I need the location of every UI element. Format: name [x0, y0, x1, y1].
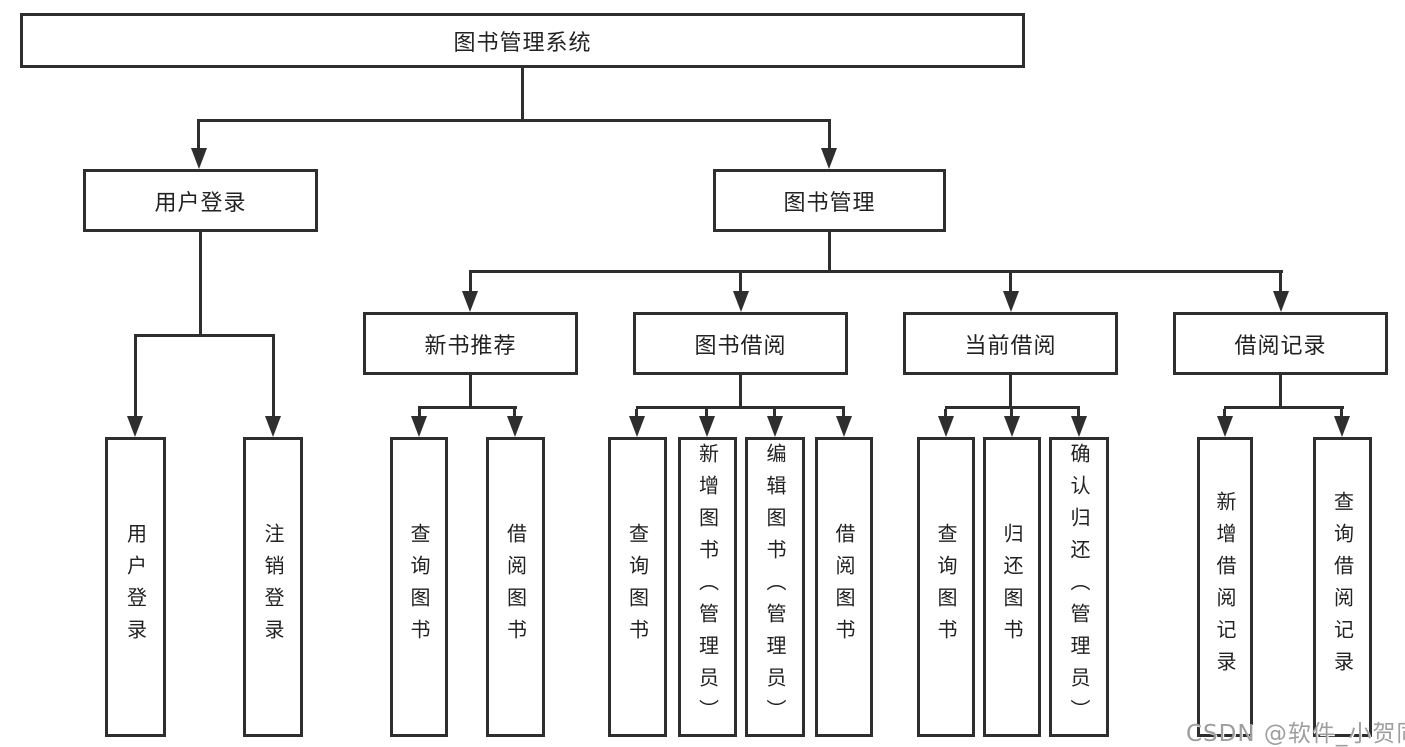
connector-line: [739, 273, 742, 293]
leaf-borrow-books-borrow: 借阅图书: [815, 437, 873, 737]
connector-line: [1010, 409, 1013, 418]
connector-line: [1009, 375, 1012, 408]
connector-line: [134, 337, 137, 418]
node-book-borrowing: 图书借阅: [633, 312, 848, 375]
arrow-down-icon: [767, 416, 783, 437]
connector-line: [739, 375, 742, 408]
leaf-query-books-current: 查询图书: [917, 437, 975, 737]
node-label: 用户登录: [154, 190, 247, 216]
connector-line: [272, 337, 275, 418]
arrow-down-icon: [836, 416, 852, 437]
leaf-add-books-admin: 新增图书（管理员）: [678, 437, 737, 737]
arrow-down-icon: [821, 148, 837, 169]
arrow-down-icon: [938, 416, 954, 437]
node-borrowing-records: 借阅记录: [1173, 312, 1388, 375]
connector-line: [197, 122, 200, 151]
arrow-down-icon: [1217, 416, 1233, 437]
node-label: 当前借阅: [964, 333, 1057, 359]
arrow-down-icon: [629, 416, 645, 437]
connector-line: [842, 409, 845, 418]
leaf-borrow-books-newbook: 借阅图书: [486, 437, 545, 737]
connector-line: [199, 232, 202, 336]
arrow-down-icon: [411, 416, 427, 437]
node-library-system: 图书管理系统: [20, 13, 1025, 68]
connector-line: [1279, 273, 1282, 293]
arrow-down-icon: [1003, 291, 1019, 312]
node-label: 新书推荐: [424, 333, 517, 359]
leaf-query-books-borrow: 查询图书: [608, 437, 667, 737]
leaf-label: 查询图书: [625, 523, 650, 651]
node-book-management: 图书管理: [713, 169, 946, 232]
node-label: 借阅记录: [1234, 333, 1327, 359]
node-label: 图书管理: [783, 190, 876, 216]
leaf-logout-login: 注销登录: [243, 437, 303, 737]
connector-line: [134, 334, 275, 337]
connector-line: [944, 409, 947, 418]
leaf-label: 编辑图书（管理员）: [763, 443, 787, 731]
connector-line: [418, 409, 421, 418]
leaf-query-borrow-record: 查询借阅记录: [1313, 437, 1372, 737]
leaf-label: 用户登录: [123, 523, 148, 651]
arrow-down-icon: [1273, 291, 1289, 312]
connector-line: [469, 375, 472, 408]
connector-line: [945, 406, 1080, 409]
arrow-down-icon: [1334, 416, 1350, 437]
connector-line: [773, 409, 776, 418]
leaf-label: 新增借阅记录: [1213, 491, 1237, 683]
arrow-down-icon: [699, 416, 715, 437]
leaf-label: 确认归还（管理员）: [1067, 443, 1091, 731]
connector-line: [1009, 273, 1012, 293]
watermark-text: CSDN @软件_小贺同学: [1186, 721, 1405, 747]
arrow-down-icon: [462, 291, 478, 312]
connector-line: [828, 232, 831, 272]
leaf-label: 借阅图书: [832, 523, 856, 651]
node-user-login: 用户登录: [83, 169, 318, 232]
leaf-confirm-return-admin: 确认归还（管理员）: [1049, 437, 1109, 737]
arrow-down-icon: [127, 416, 143, 437]
connector-line: [1340, 409, 1343, 418]
leaf-label: 借阅图书: [503, 523, 528, 651]
connector-line: [1223, 409, 1226, 418]
leaf-label: 查询借阅记录: [1330, 491, 1355, 683]
node-label: 图书管理系统: [453, 30, 592, 56]
leaf-label: 新增图书（管理员）: [695, 443, 720, 731]
node-new-book-recommendation: 新书推荐: [363, 312, 578, 375]
leaf-user-login: 用户登录: [105, 437, 166, 737]
arrow-down-icon: [1071, 416, 1087, 437]
connector-line: [828, 122, 831, 151]
connector-line: [705, 409, 708, 418]
arrow-down-icon: [733, 291, 749, 312]
leaf-label: 归还图书: [1000, 523, 1024, 651]
arrow-down-icon: [191, 148, 207, 169]
connector-line: [1077, 409, 1080, 418]
connector-line: [1224, 406, 1344, 409]
connector-line: [635, 409, 638, 418]
leaf-edit-books-admin: 编辑图书（管理员）: [745, 437, 805, 737]
node-current-borrowing: 当前借阅: [903, 312, 1118, 375]
leaf-label: 注销登录: [261, 523, 285, 651]
connector-line: [513, 409, 516, 418]
connector-line: [418, 406, 517, 409]
connector-line: [197, 119, 831, 122]
leaf-query-books-newbook: 查询图书: [390, 437, 448, 737]
node-label: 图书借阅: [694, 333, 787, 359]
arrow-down-icon: [507, 416, 523, 437]
leaf-add-borrow-record: 新增借阅记录: [1197, 437, 1253, 737]
leaf-label: 查询图书: [934, 523, 958, 651]
connector-line: [469, 273, 472, 293]
arrow-down-icon: [1004, 416, 1020, 437]
connector-line: [636, 406, 845, 409]
connector-line: [1279, 375, 1282, 408]
leaf-label: 查询图书: [407, 523, 431, 651]
connector-line: [469, 270, 1283, 273]
connector-line: [521, 68, 524, 119]
arrow-down-icon: [265, 416, 281, 437]
leaf-return-books: 归还图书: [983, 437, 1041, 737]
